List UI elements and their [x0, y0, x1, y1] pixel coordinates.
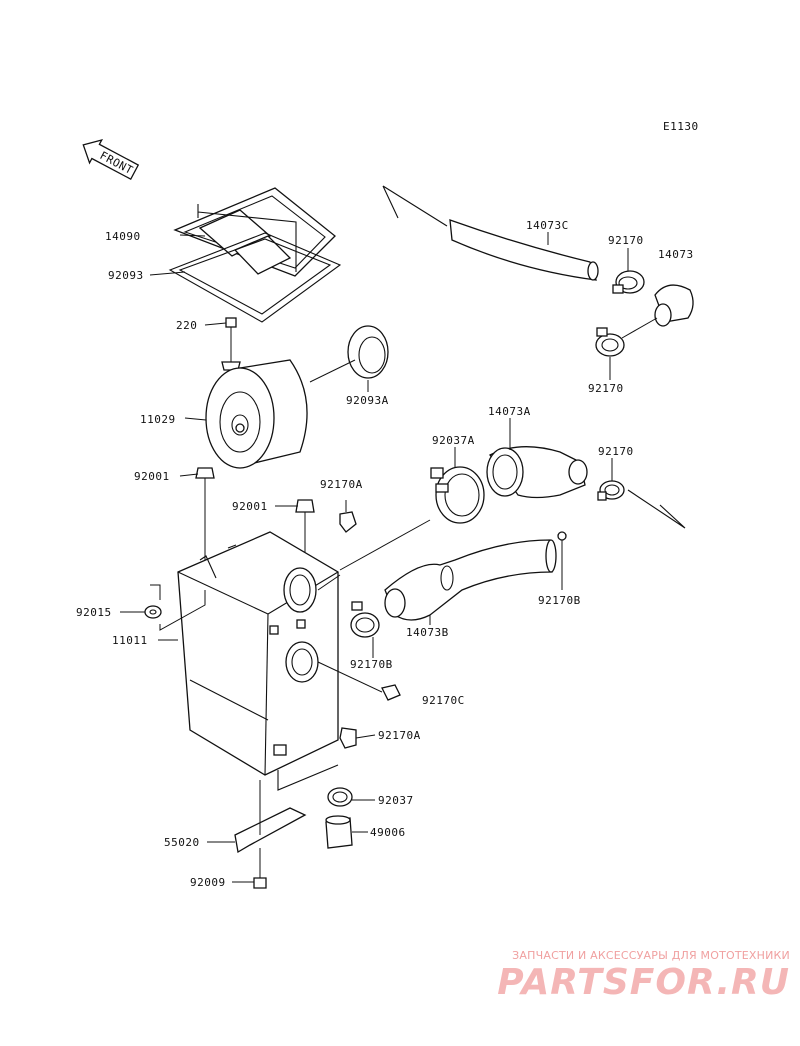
clamp-92170-mid	[595, 327, 625, 357]
callout-14090: 14090	[105, 230, 141, 243]
callout-11029: 11029	[140, 413, 176, 426]
elbow-14073A	[486, 446, 588, 499]
diagram-code: E1130	[663, 120, 699, 133]
callout-55020: 55020	[164, 836, 200, 849]
seal-ring-92093A	[347, 325, 389, 379]
bolt-92001-left	[195, 467, 215, 560]
clip-92170C	[381, 684, 401, 701]
callout-92037A: 92037A	[432, 434, 475, 447]
callout-11011: 11011	[112, 634, 148, 647]
bracket-55020	[234, 780, 307, 854]
elbow-14073	[654, 284, 694, 327]
callout-92015: 92015	[76, 606, 112, 619]
watermark-logo: PARTSFOR.RU	[497, 962, 790, 1003]
callout-92009: 92009	[190, 876, 226, 889]
gasket-92093	[168, 232, 342, 323]
callout-92093A: 92093A	[346, 394, 389, 407]
leader-lines	[120, 232, 629, 883]
callout-92001-left: 92001	[134, 470, 170, 483]
air-cleaner-housing-11011	[177, 531, 339, 776]
callout-92170C: 92170C	[422, 694, 465, 707]
callout-14073C: 14073C	[526, 219, 569, 232]
hose-14073B	[384, 539, 557, 621]
grommet-92015	[144, 605, 162, 619]
air-filter-element	[173, 187, 336, 277]
clamp-92170B-mid	[350, 601, 380, 638]
bolt-220	[221, 317, 241, 371]
clamp-92037	[327, 787, 353, 807]
clamp-92170-top	[612, 270, 645, 294]
callout-92001-mid: 92001	[232, 500, 268, 513]
callout-92170A-bottom: 92170A	[378, 729, 421, 742]
callout-14073A: 14073A	[488, 405, 531, 418]
callout-92170-top: 92170	[608, 234, 644, 247]
callout-92170-right: 92170	[598, 445, 634, 458]
callout-92170-mid: 92170	[588, 382, 624, 395]
clamp-92170-right	[597, 480, 625, 501]
tube-49006	[325, 815, 353, 849]
hose-14073C	[449, 219, 599, 281]
callout-92170B-right: 92170B	[538, 594, 581, 607]
callout-92037: 92037	[378, 794, 414, 807]
bolt-92009	[253, 848, 267, 889]
callout-14073B: 14073B	[406, 626, 449, 639]
callout-14073: 14073	[658, 248, 694, 261]
callout-92170A-top: 92170A	[320, 478, 363, 491]
band-clamp-92037A	[430, 466, 485, 524]
round-air-filter-11029	[205, 359, 308, 469]
clamp-92170B-right	[557, 531, 567, 590]
callout-220: 220	[176, 319, 197, 332]
clip-92170A-top	[339, 511, 357, 533]
watermark-subtitle: ЗАПЧАСТИ И АКСЕССУАРЫ ДЛЯ МОТОТЕХНИКИ	[512, 949, 790, 962]
callout-92170B-mid: 92170B	[350, 658, 393, 671]
clip-92170A-bottom	[339, 727, 357, 749]
front-direction-arrow-icon: FRONT	[82, 138, 140, 181]
callout-49006: 49006	[370, 826, 406, 839]
callout-92093: 92093	[108, 269, 144, 282]
